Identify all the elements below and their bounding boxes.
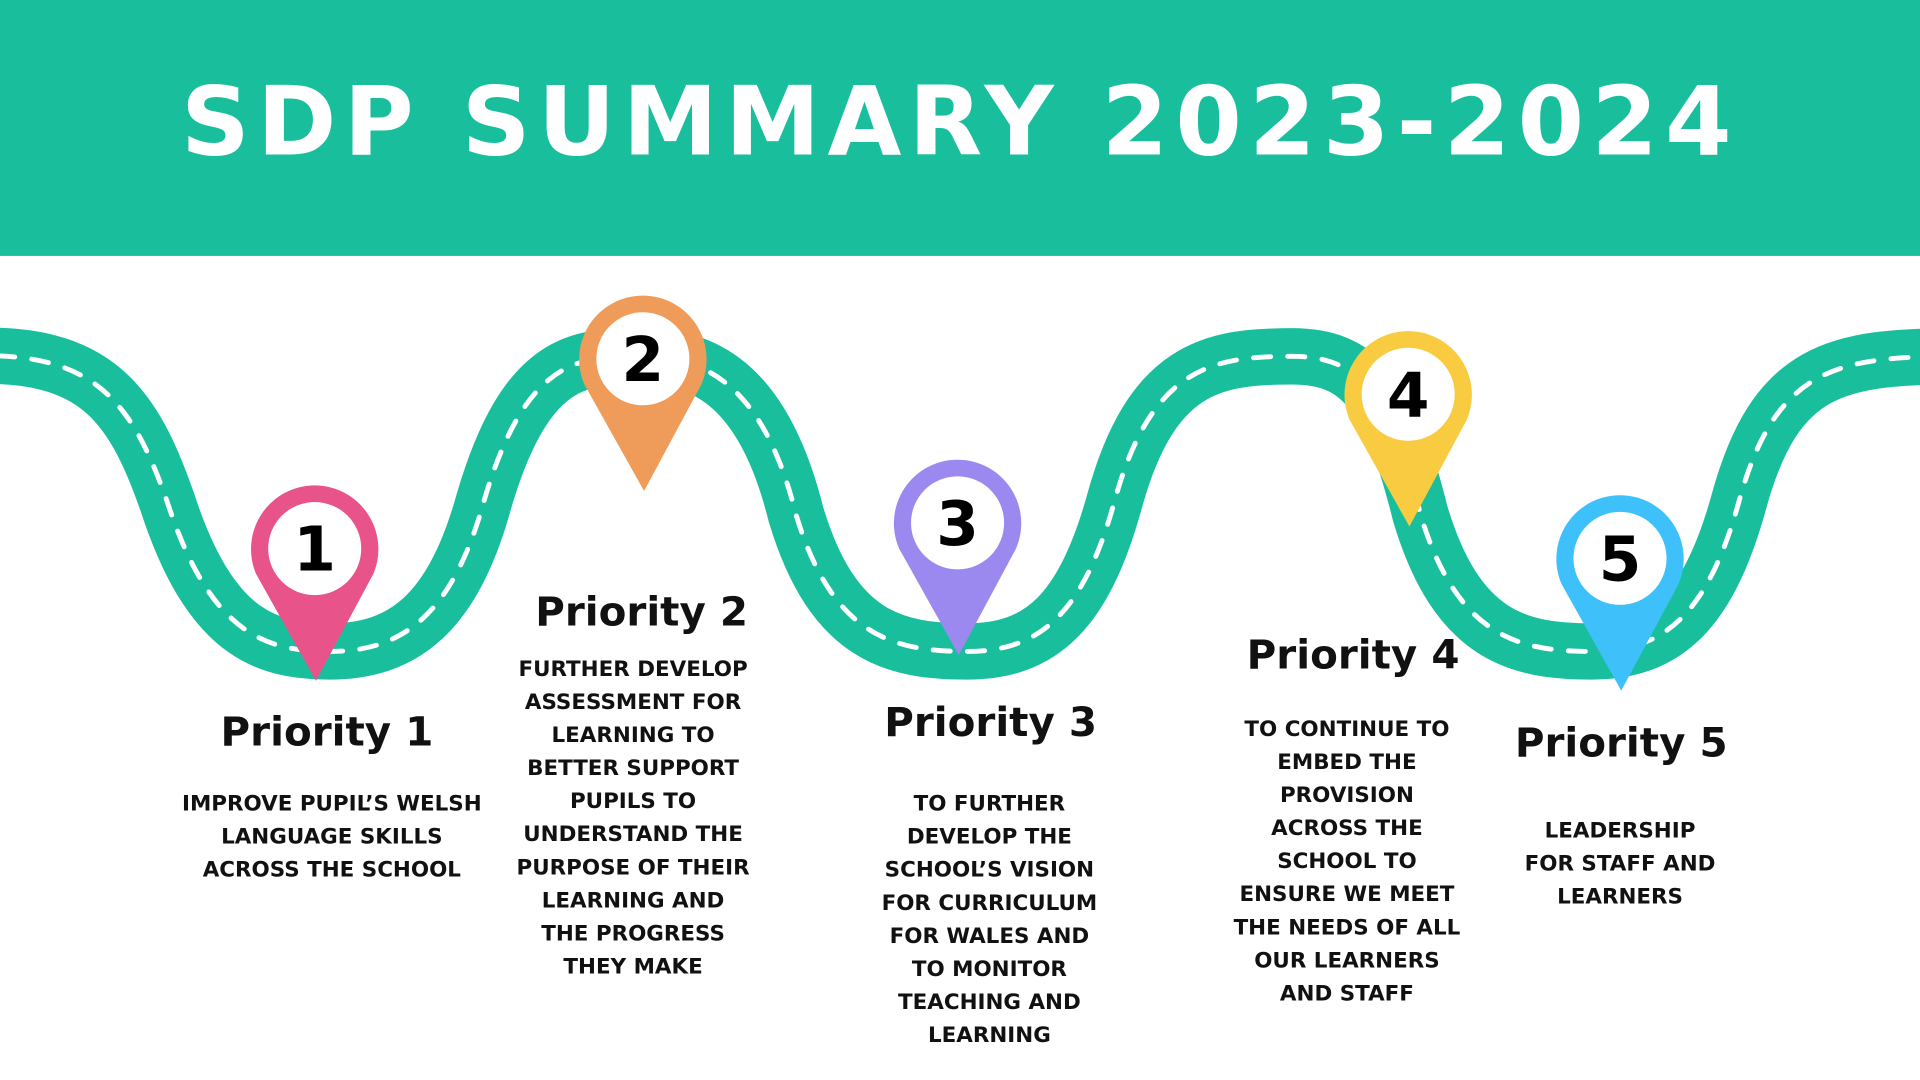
- page-title: SDP SUMMARY 2023-2024: [180, 66, 1740, 177]
- map-pin-5-icon: 5: [1556, 495, 1684, 691]
- pin-circle: [268, 502, 362, 596]
- priority-1-description: IMPROVE PUPIL’S WELSH LANGUAGE SKILLS AC…: [182, 792, 482, 883]
- priority-3-title: Priority 3: [884, 697, 1098, 746]
- map-pin-2-icon: 2: [579, 295, 707, 492]
- priority-5-description: LEADERSHIP FOR STAFF AND LEARNERS: [1524, 819, 1716, 910]
- priority-2-description: FURTHER DEVELOP ASSESSMENT FOR LEARNING …: [516, 657, 750, 980]
- map-pin-4-icon: 4: [1344, 331, 1472, 527]
- pin-circle: [1361, 347, 1455, 441]
- title-banner: SDP SUMMARY 2023-2024: [0, 0, 1920, 256]
- pin-number: 4: [1387, 360, 1430, 431]
- pin-number: 2: [622, 325, 665, 396]
- pin-number: 3: [936, 489, 979, 560]
- map-pin-3-icon: 3: [893, 459, 1022, 656]
- priority-3-description: TO FURTHER DEVELOP THE SCHOOL’S VISION F…: [881, 792, 1098, 1049]
- priority-4-title: Priority 4: [1246, 630, 1460, 679]
- map-pin-1-icon: 1: [251, 485, 379, 681]
- pin-number: 5: [1599, 524, 1642, 595]
- pin-circle: [1573, 511, 1667, 605]
- priority-5-title: Priority 5: [1514, 718, 1728, 767]
- priority-2-title: Priority 2: [535, 587, 749, 636]
- priority-4-description: TO CONTINUE TO EMBED THE PROVISION ACROS…: [1233, 717, 1461, 1007]
- priority-1-title: Priority 1: [220, 707, 434, 756]
- pin-circle: [596, 312, 690, 406]
- pin-number: 1: [293, 515, 336, 586]
- pin-circle: [911, 476, 1005, 570]
